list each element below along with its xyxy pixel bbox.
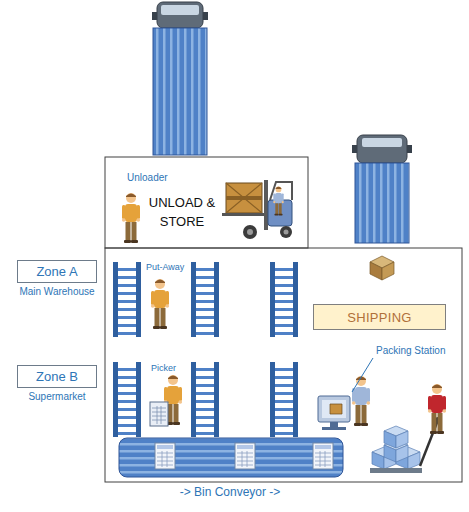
forklift <box>222 180 292 239</box>
unload-area <box>105 157 308 248</box>
leader-line <box>352 358 373 392</box>
zone-box: Zone BSupermarket <box>17 365 97 388</box>
shipping-box: SHIPPING <box>313 304 446 330</box>
bin-conveyor <box>119 438 343 477</box>
pick-terminal <box>150 402 168 426</box>
role-label: Unloader <box>127 172 168 184</box>
put-away-figure <box>151 279 169 329</box>
zone-box: Zone AMain Warehouse <box>17 260 97 283</box>
box-subtitle: Main Warehouse <box>12 286 102 297</box>
unloader-figure <box>122 193 140 243</box>
inbound-truck <box>152 2 208 155</box>
box-subtitle: Supermarket <box>12 391 102 402</box>
flow-label: -> Bin Conveyor -> <box>140 486 320 500</box>
outbound-truck <box>352 135 412 280</box>
warehouse-floor <box>105 248 462 482</box>
box-title: Zone B <box>36 369 78 384</box>
area-label: UNLOAD & STORE <box>140 194 224 232</box>
box-title: Zone A <box>36 264 77 279</box>
packing-station <box>318 358 373 430</box>
role-label: Put-Away <box>146 262 184 272</box>
role-label: Picker <box>151 363 176 373</box>
callout-label: Packing Station <box>376 345 446 357</box>
box-title: SHIPPING <box>347 310 412 325</box>
storage-racks <box>113 262 298 437</box>
pallet-jack <box>370 384 446 473</box>
